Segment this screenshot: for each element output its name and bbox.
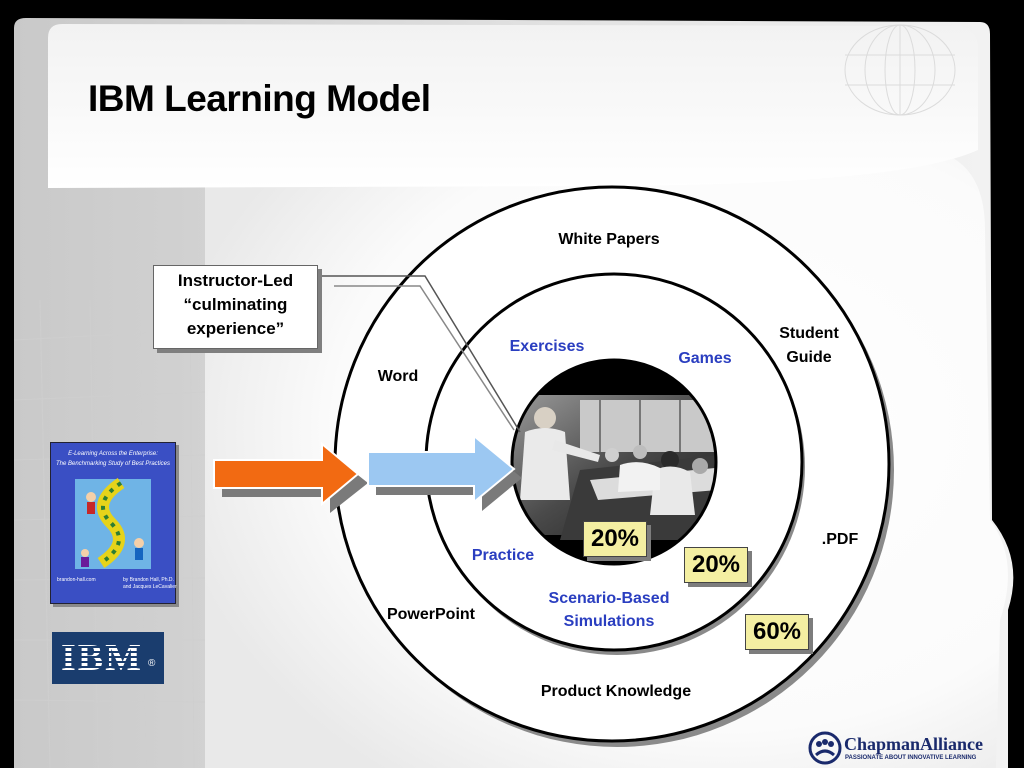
label-exercises: Exercises (509, 338, 585, 355)
label-student: Student (779, 325, 839, 342)
percent-badge-outer: 60% (745, 614, 809, 650)
book-illustration (75, 478, 151, 569)
label-simulations: Simulations (563, 613, 655, 630)
callout-line-3: experience” (186, 319, 285, 338)
label-word: Word (377, 368, 419, 385)
ibm-registered-mark: ® (148, 658, 156, 669)
label-games: Games (678, 350, 732, 367)
chapman-alliance-emblem-icon (808, 731, 842, 765)
callout-connector-inner (334, 285, 515, 431)
callout-line-2: “culminating (183, 295, 288, 314)
label-pdf: .PDF (821, 531, 859, 548)
label-scenario-based: Scenario-Based (548, 590, 670, 607)
classroom-photo (512, 395, 716, 540)
label-guide: Guide (786, 349, 832, 366)
chapman-alliance-tagline: PASSIONATE ABOUT INNOVATIVE LEARNING (845, 755, 977, 761)
label-powerpoint: PowerPoint (386, 606, 475, 623)
callout-connector-outer (320, 275, 521, 433)
orange-arrow (213, 441, 368, 513)
light-blue-arrow (367, 433, 522, 511)
book-cover: E-Learning Across the Enterprise: The Be… (50, 442, 177, 604)
instructor-led-callout: Instructor-Led “culminating experience” (153, 265, 318, 349)
percent-badge-inner: 20% (583, 521, 647, 557)
label-practice: Practice (471, 547, 535, 564)
book-subtitle: E-Learning Across the Enterprise: (68, 451, 158, 457)
callout-line-1: Instructor-Led (177, 271, 294, 290)
label-white-papers: White Papers (558, 231, 660, 248)
label-product-knowledge: Product Knowledge (540, 683, 692, 700)
ibm-logo-text: IBM (52, 638, 152, 678)
book-title: The Benchmarking Study of Best Practices (55, 461, 171, 467)
book-authors-line-2: and Jacques LeCavalier (123, 584, 177, 590)
chapman-alliance-name: ChapmanAlliance (844, 734, 984, 754)
chapman-alliance-logo: ChapmanAlliance PASSIONATE ABOUT INNOVAT… (808, 730, 984, 766)
slide-title: IBM Learning Model (88, 78, 431, 119)
percent-badge-middle: 20% (684, 547, 748, 583)
book-publisher: brandon-hall.com (57, 577, 96, 583)
ibm-logo: IBM ® (52, 632, 164, 684)
book-authors-line-1: by Brandon Hall, Ph.D. (123, 577, 174, 583)
